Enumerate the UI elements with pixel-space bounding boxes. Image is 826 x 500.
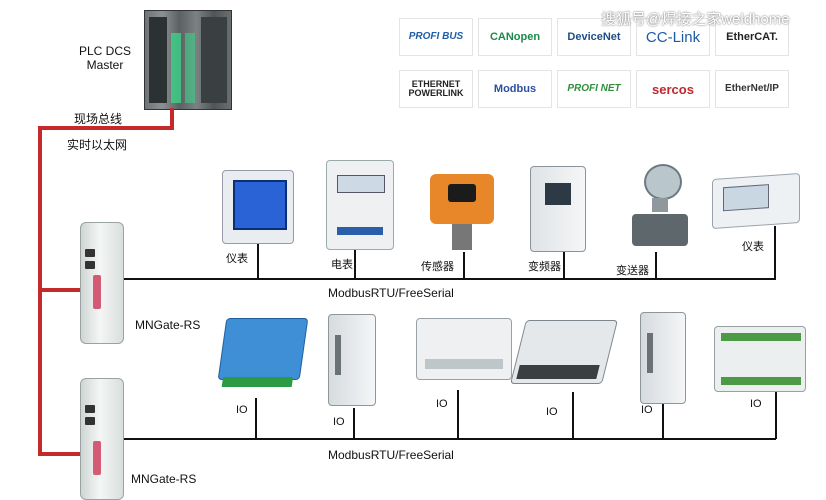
fieldbus-line-vertical-master xyxy=(170,108,174,130)
serial-bus-bottom-line xyxy=(124,438,776,440)
plc-master-label: PLC DCS Master xyxy=(70,44,140,72)
drop-bottom-4 xyxy=(572,392,574,439)
gateway-2-label: MNGate-RS xyxy=(131,472,197,486)
io-module-6-image xyxy=(714,326,806,392)
cc-link-logo: CC-Link xyxy=(636,18,710,56)
sensor-label: 传感器 xyxy=(421,261,454,273)
ethernet-ip-logo-text: EtherNet/IP xyxy=(725,83,779,94)
sercos-logo: sercos xyxy=(636,70,710,108)
gateway-2 xyxy=(80,378,124,500)
gateway-1 xyxy=(80,222,124,344)
fieldbus-line-gateway2 xyxy=(38,452,84,456)
fieldbus-label: 现场总线 xyxy=(74,112,123,126)
drop-top-2 xyxy=(354,250,356,279)
canopen-logo-text: CANopen xyxy=(489,30,541,43)
meter-2-image xyxy=(712,172,800,230)
drop-top-4 xyxy=(563,252,565,279)
fieldbus-line-horizontal-top xyxy=(38,126,174,130)
io-module-4-image xyxy=(510,320,618,384)
modbus-logo: Modbus xyxy=(478,70,552,108)
inverter-label: 变频器 xyxy=(528,261,561,273)
ethercat-logo-text: EtherCAT. xyxy=(726,30,778,43)
serial-bus-bottom-label: ModbusRTU/FreeSerial xyxy=(328,448,454,462)
drop-bottom-1 xyxy=(255,398,257,439)
drop-bottom-5 xyxy=(662,404,664,439)
drop-top-6 xyxy=(774,226,776,279)
io-module-2-image xyxy=(328,314,376,406)
gateway-1-label: MNGate-RS xyxy=(135,318,201,332)
watermark: 搜狐号@焊接之家weldhome xyxy=(601,11,790,28)
io-2-label: IO xyxy=(333,416,345,428)
io-6-label: IO xyxy=(750,398,762,410)
electric-meter-image xyxy=(326,160,394,250)
inverter-image xyxy=(530,166,586,252)
profinet-logo: PROFI NET xyxy=(557,70,631,108)
meter-1-label: 仪表 xyxy=(226,253,248,265)
serial-bus-top-label: ModbusRTU/FreeSerial xyxy=(328,286,454,300)
modbus-logo-text: Modbus xyxy=(493,82,537,95)
profibus-logo: PROFI BUS xyxy=(399,18,473,56)
realtime-ethernet-label: 实时以太网 xyxy=(67,138,128,152)
canopen-logo: CANopen xyxy=(478,18,552,56)
sercos-logo-text: sercos xyxy=(652,81,694,97)
profinet-logo-text: PROFI NET xyxy=(567,83,621,94)
ethercat-logo: EtherCAT. xyxy=(715,18,789,56)
plc-master-line2: Master xyxy=(86,58,124,72)
io-module-3-image xyxy=(416,318,512,380)
serial-bus-top-line xyxy=(124,278,776,280)
io-3-label: IO xyxy=(436,398,448,410)
io-module-5-image xyxy=(640,312,686,404)
drop-bottom-2 xyxy=(353,408,355,439)
powerlink-logo: ETHERNET POWERLINK xyxy=(399,70,473,108)
drop-top-3 xyxy=(463,252,465,279)
plc-master-line1: PLC DCS xyxy=(78,44,131,58)
drop-top-5 xyxy=(655,252,657,279)
electric-meter-label: 电表 xyxy=(331,259,353,271)
meter-1-image xyxy=(222,170,294,244)
powerlink-logo-text: ETHERNET POWERLINK xyxy=(408,79,464,98)
ethernet-ip-logo: EtherNet/IP xyxy=(715,70,789,108)
meter-2-label: 仪表 xyxy=(742,241,764,253)
io-module-1-image xyxy=(217,318,309,387)
devicenet-logo-text: DeviceNet xyxy=(567,30,621,43)
sensor-image xyxy=(430,160,494,252)
drop-bottom-6 xyxy=(775,392,777,439)
io-1-label: IO xyxy=(236,404,248,416)
profibus-logo-text: PROFI BUS xyxy=(408,31,464,42)
cc-link-logo-text: CC-Link xyxy=(645,28,701,46)
devicenet-logo: DeviceNet xyxy=(557,18,631,56)
transmitter-label: 变送器 xyxy=(616,265,649,277)
plc-rack-image xyxy=(144,10,232,110)
transmitter-image xyxy=(626,164,692,252)
drop-bottom-3 xyxy=(457,390,459,439)
fieldbus-line-gateway1 xyxy=(38,288,84,292)
io-5-label: IO xyxy=(641,404,653,416)
io-4-label: IO xyxy=(546,406,558,418)
drop-top-1 xyxy=(257,244,259,279)
